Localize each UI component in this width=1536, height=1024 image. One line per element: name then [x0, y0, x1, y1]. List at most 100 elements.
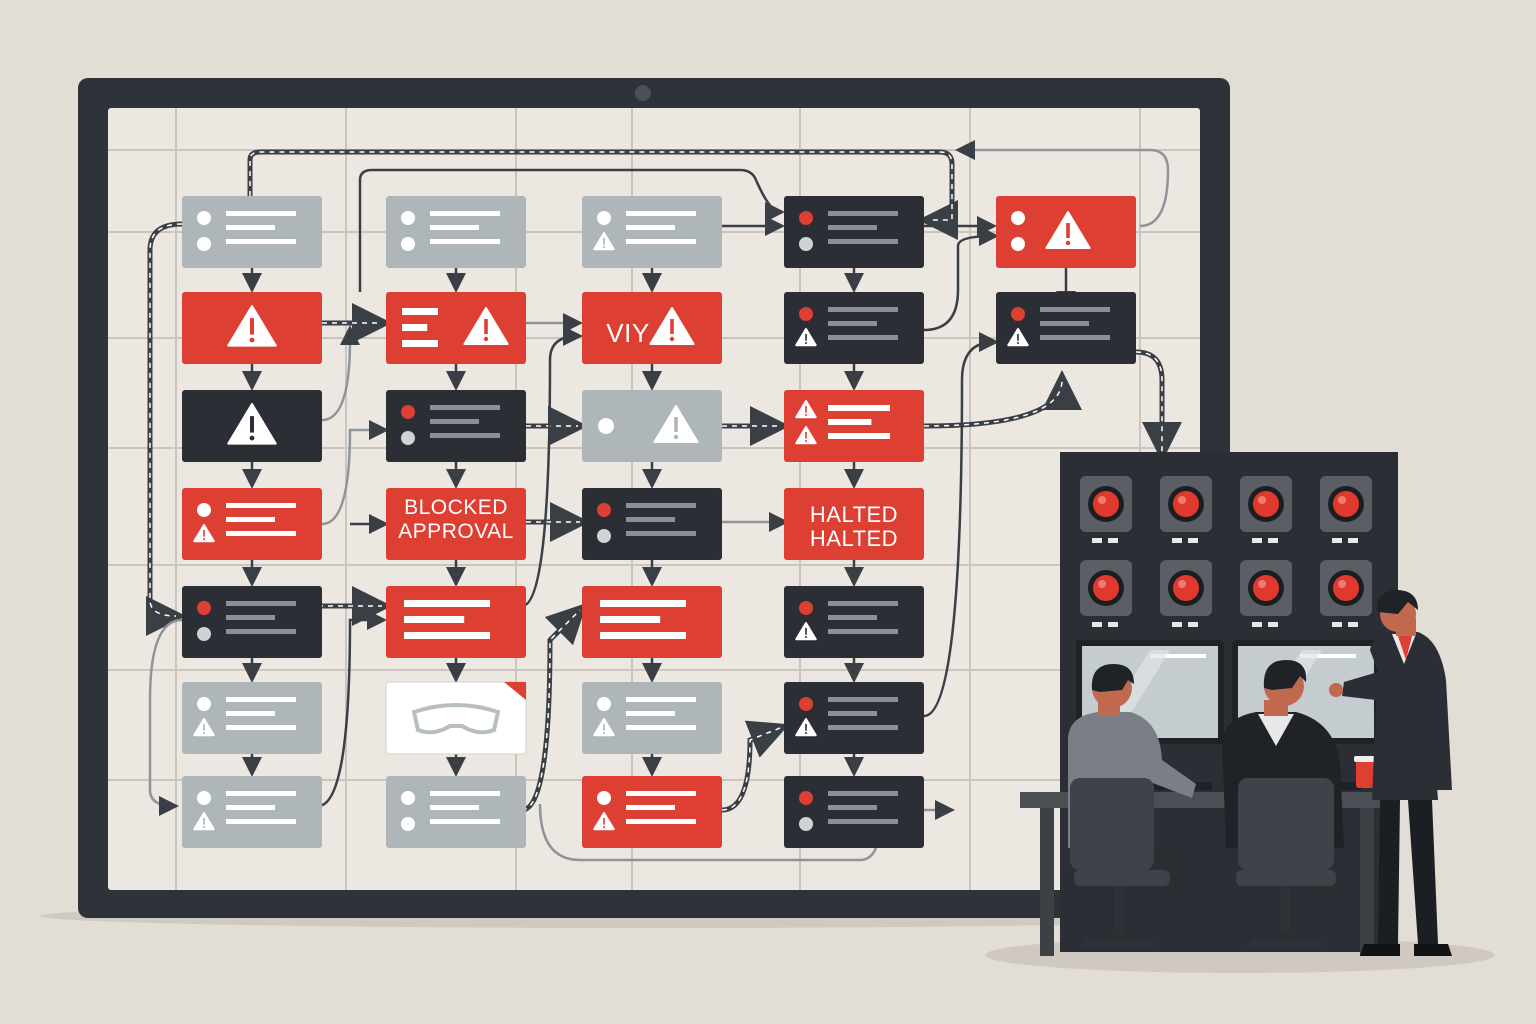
- emergency-stop-button-icon[interactable]: [1320, 476, 1372, 543]
- warning-mark: [674, 417, 678, 432]
- text-line: [430, 791, 500, 796]
- text-line: [626, 225, 675, 230]
- text-line: [828, 819, 898, 824]
- button-label-tab: [1188, 622, 1198, 627]
- workflow-node-n11[interactable]: [386, 488, 526, 560]
- text-line: [226, 517, 275, 522]
- status-dot-icon: [799, 211, 813, 225]
- connector-arrow: [321, 420, 389, 526]
- workflow-node-n06[interactable]: [182, 682, 322, 754]
- warning-mark: [603, 723, 605, 731]
- warning-dot: [805, 341, 807, 344]
- text-line: [626, 503, 696, 508]
- status-dot-icon: [799, 697, 813, 711]
- emergency-stop-button-icon[interactable]: [1320, 560, 1372, 627]
- emergency-stop-button-icon[interactable]: [1240, 560, 1292, 627]
- workflow-node-n07[interactable]: [182, 776, 322, 848]
- node-card: [182, 682, 322, 754]
- status-dot-icon: [597, 503, 611, 517]
- workflow-node-n13[interactable]: [385, 681, 527, 755]
- status-dot-icon: [1011, 237, 1025, 251]
- text-line: [226, 711, 275, 716]
- text-line: [828, 433, 890, 439]
- connector-dash: [249, 151, 953, 221]
- workflow-node-n20[interactable]: [582, 682, 722, 754]
- button-label-tab: [1332, 622, 1342, 627]
- button-cap: [1173, 491, 1199, 517]
- status-dot-icon: [401, 791, 415, 805]
- status-dot-icon: [401, 405, 415, 419]
- workflow-node-n22[interactable]: [784, 196, 924, 268]
- text-line: [828, 629, 898, 634]
- workflow-node-n30[interactable]: [996, 292, 1136, 364]
- node-card: [996, 292, 1136, 364]
- workflow-node-n21[interactable]: [582, 776, 722, 848]
- coffee-mug-lid: [1354, 756, 1378, 762]
- workflow-node-n10[interactable]: [386, 390, 526, 462]
- corner-flag: [504, 682, 526, 700]
- status-dot-icon: [197, 503, 211, 517]
- warning-mark: [805, 627, 807, 635]
- emergency-stop-button-icon[interactable]: [1080, 476, 1132, 543]
- workflow-node-n15[interactable]: [582, 196, 722, 268]
- workflow-node-n14[interactable]: [386, 776, 526, 848]
- workflow-node-n09[interactable]: [386, 292, 526, 364]
- workflow-node-n03[interactable]: [182, 390, 322, 462]
- workflow-node-n27[interactable]: [784, 682, 924, 754]
- connector-arrow: [148, 618, 183, 816]
- workflow-node-n08[interactable]: [386, 196, 526, 268]
- workflow-node-n24[interactable]: [784, 390, 924, 462]
- text-line: [430, 211, 500, 216]
- workflow-node-n18[interactable]: [582, 488, 722, 560]
- workflow-node-n05[interactable]: [182, 586, 322, 658]
- workflow-node-n17[interactable]: [582, 390, 722, 462]
- text-line: [402, 308, 438, 315]
- text-line: [626, 239, 696, 244]
- text-line: [626, 531, 696, 536]
- button-label-tab: [1252, 538, 1262, 543]
- workflow-node-n16[interactable]: [582, 292, 722, 364]
- text-line: [226, 819, 296, 824]
- warning-dot: [1017, 341, 1019, 344]
- button-shine: [1258, 496, 1266, 504]
- node-card: [582, 776, 722, 848]
- emergency-stop-button-icon[interactable]: [1160, 476, 1212, 543]
- text-line: [600, 632, 686, 639]
- connector-arrow: [321, 325, 360, 422]
- button-label-tab: [1268, 622, 1278, 627]
- warning-mark: [484, 319, 488, 334]
- workflow-node-n29[interactable]: [996, 196, 1136, 268]
- button-label-tab: [1108, 622, 1118, 627]
- workflow-node-n26[interactable]: [784, 586, 924, 658]
- button-cap: [1093, 575, 1119, 601]
- workflow-node-n25[interactable]: [784, 488, 924, 560]
- workflow-node-n28[interactable]: [784, 776, 924, 848]
- status-dot-icon: [597, 529, 611, 543]
- text-line: [626, 805, 675, 810]
- text-line: [430, 419, 479, 424]
- text-line: [626, 819, 696, 824]
- status-dot-icon: [197, 791, 211, 805]
- workflow-node-n02[interactable]: [182, 292, 322, 364]
- text-line: [404, 616, 465, 623]
- status-dot-icon: [197, 237, 211, 251]
- workflow-node-n01[interactable]: [182, 196, 322, 268]
- text-line: [626, 791, 696, 796]
- node-card: [182, 196, 322, 268]
- workflow-node-n12[interactable]: [386, 586, 526, 658]
- text-line: [226, 601, 296, 606]
- status-dot-icon: [799, 237, 813, 251]
- button-label-tab: [1348, 538, 1358, 543]
- workflow-node-n23[interactable]: [784, 292, 924, 364]
- text-line: [430, 239, 500, 244]
- text-line: [402, 340, 438, 347]
- emergency-stop-button-icon[interactable]: [1160, 560, 1212, 627]
- workflow-node-n19[interactable]: [582, 586, 722, 658]
- emergency-stop-button-icon[interactable]: [1080, 560, 1132, 627]
- status-dot-icon: [197, 601, 211, 615]
- text-line: [600, 616, 661, 623]
- workflow-node-n04[interactable]: [182, 488, 322, 560]
- warning-mark: [1066, 223, 1070, 238]
- emergency-stop-button-icon[interactable]: [1240, 476, 1292, 543]
- warning-dot: [669, 336, 675, 342]
